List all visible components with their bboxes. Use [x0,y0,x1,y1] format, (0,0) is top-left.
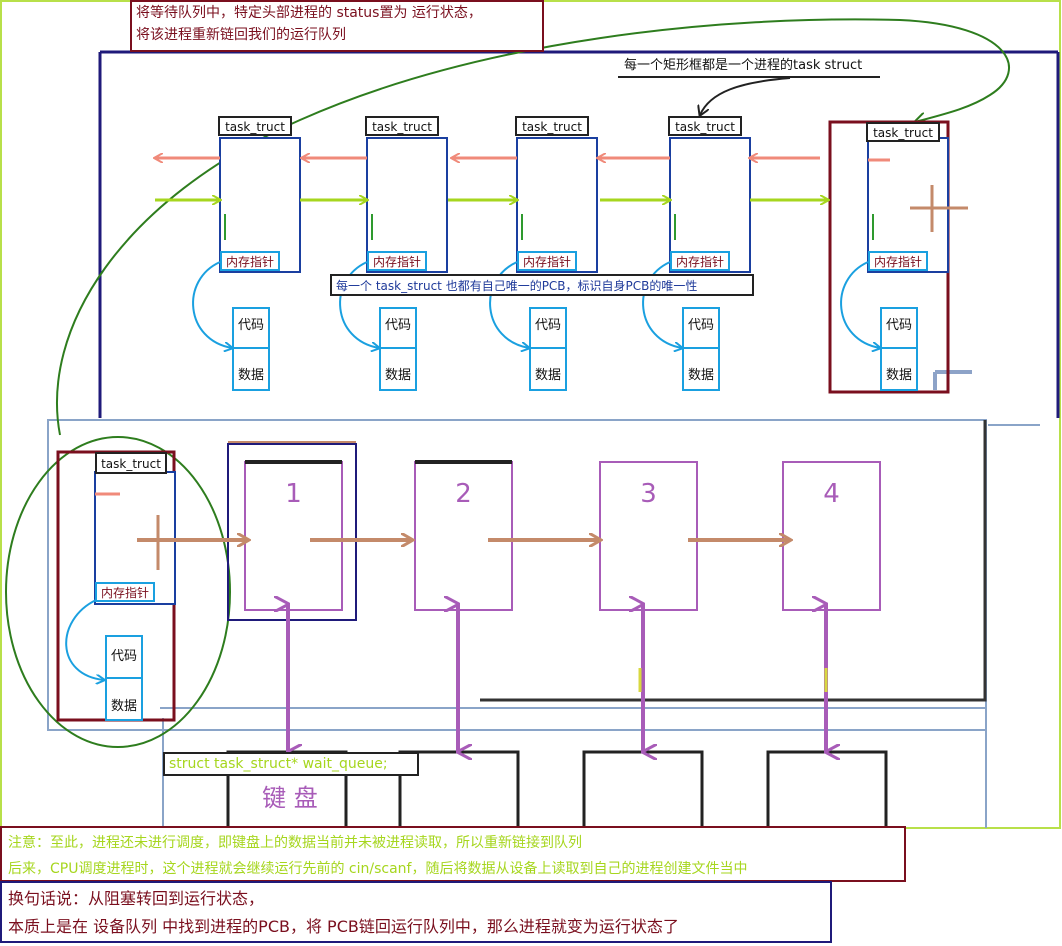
note-green-line2: 后来，CPU调度进程时，这个进程就会继续运行先前的 cin/scanf，随后将数… [8,861,748,877]
wait-head-pointer: 内存指针 [95,582,155,602]
task-struct-callout: 每一个矩形框都是一个进程的task struct [618,56,880,78]
run-node-data: 数据 [384,368,411,383]
run-node-code: 代码 [534,318,561,333]
run-node-pointer: 内存指针 [868,251,928,271]
highlight-ellipse [5,436,231,748]
note-blue: 换句话说：从阻塞转回到运行状态， 本质上是在 设备队列 中找到进程的PCB，将 … [0,881,832,943]
wait-head-data: 数据 [110,699,137,714]
run-node-pointer: 内存指针 [517,251,577,271]
top-note-line2: 将该进程重新链回我们的运行队列 [136,27,346,43]
run-node-data: 数据 [237,368,264,383]
run-node-title: task_truct [668,116,742,136]
run-node-data: 数据 [687,368,714,383]
wait-queue-label: struct task_struct* wait_queue; [163,752,419,776]
relink-arrow [56,18,1010,436]
wait-node-number: 3 [640,479,657,509]
run-node-code: 代码 [885,318,912,333]
wait-head-title: task_truct [95,452,167,474]
top-note-line1: 将等待队列中，特定头部进程的 status置为 运行状态， [136,5,482,21]
run-node-pointer: 内存指针 [670,251,730,271]
run-queue-frame [98,50,1060,418]
note-blue-line2: 本质上是在 设备队列 中找到进程的PCB，将 PCB链回运行队列中，那么进程就变… [8,917,679,936]
keyboard-label: 键 盘 [262,784,318,812]
run-node-code: 代码 [384,318,411,333]
pcb-callout: 每一个 task_struct 也都有自己唯一的PCB，标识自身PCB的唯一性 [330,274,754,296]
note-green-line1: 注意：至此，进程还未进行调度，即键盘上的数据当前并未被进程读取，所以重新链接到队… [8,835,582,851]
run-node-body [366,137,448,273]
wait-node-number: 4 [823,479,840,509]
device-box-3 [582,750,704,830]
run-node-title: task_truct [218,116,292,136]
run-node-code: 代码 [687,318,714,333]
run-node-title: task_truct [866,122,940,142]
wait-node [414,461,513,611]
run-node-pointer: 内存指针 [367,251,427,271]
note-green: 注意：至此，进程还未进行调度，即键盘上的数据当前并未被进程读取，所以重新链接到队… [0,826,906,882]
run-node-title: task_truct [515,116,589,136]
note-blue-line1: 换句话说：从阻塞转回到运行状态， [8,889,265,908]
wait-head-code: 代码 [110,649,137,664]
run-node-data: 数据 [885,368,912,383]
run-node-data: 数据 [534,368,561,383]
device-box-4 [766,750,888,830]
run-node-body [219,137,301,273]
run-node-pointer: 内存指针 [220,251,280,271]
run-node-body [516,137,598,273]
wait-node-number: 2 [455,479,472,509]
top-note: 将等待队列中，特定头部进程的 status置为 运行状态， 将该进程重新链回我们… [130,0,544,52]
run-node-title: task_truct [365,116,439,136]
wait-node-number: 1 [285,479,302,509]
run-node-body [669,137,751,273]
run-node-code: 代码 [237,318,264,333]
